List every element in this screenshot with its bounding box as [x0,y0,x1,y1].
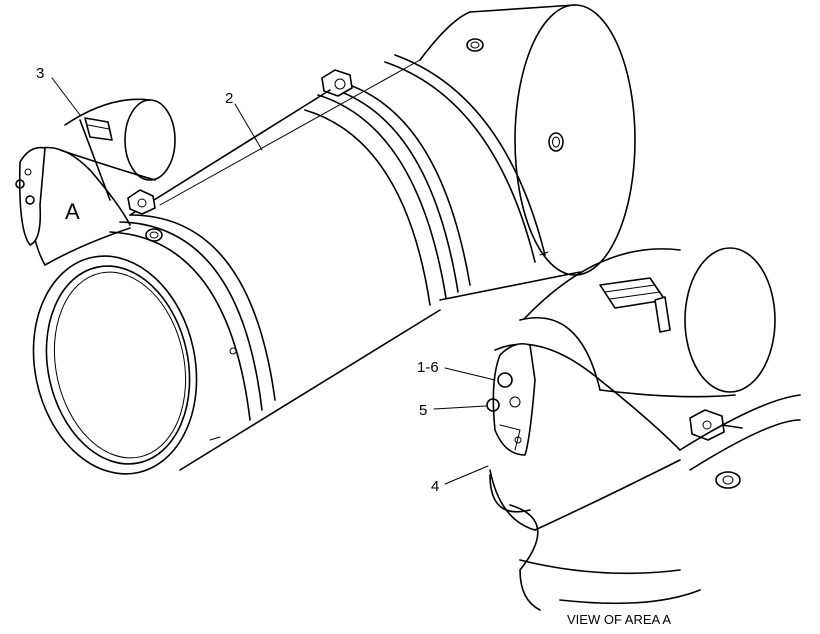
detail-gasket [489,474,531,513]
far-end-cap [514,4,636,276]
elbow-outlet [124,99,176,181]
detail-stud [715,471,741,489]
leader-5 [433,405,487,410]
callout-5: 5 [419,402,427,419]
detail-bolt-lower [486,398,500,412]
view-caption: VIEW OF AREA A [567,612,671,627]
area-a-label: A [65,199,80,224]
callout-2: 2 [225,90,233,107]
detail-flange [492,342,536,456]
inlet-elbow [15,98,176,266]
callout-4: 4 [431,478,439,495]
elbow-clip [84,117,113,141]
detail-bolt-upper [497,372,513,388]
detail-pipe-end [684,247,776,393]
rear-band-1 [394,54,546,256]
detail-view [486,247,801,611]
leader-4 [444,465,489,485]
front-open-end [32,255,198,475]
main-body-top-edge [129,89,331,216]
muffler-canister [32,4,636,475]
top-stud [466,38,484,52]
callout-leaders [51,77,496,485]
leader-1-6 [444,367,496,381]
front-bead-ring [129,214,276,401]
front-stud [145,228,163,242]
front-clamp-bracket [127,189,156,215]
main-body-bottom-edge [179,309,441,471]
rivet [229,347,237,355]
callout-1-6: 1-6 [417,359,439,376]
leader-2 [234,103,263,151]
detail-clamp-bracket [689,409,725,441]
leader-3 [51,77,81,116]
far-body-top-edge [469,4,576,13]
callout-3: 3 [36,65,44,82]
far-body-bottom-edge [439,271,581,301]
side-stud [548,132,564,152]
